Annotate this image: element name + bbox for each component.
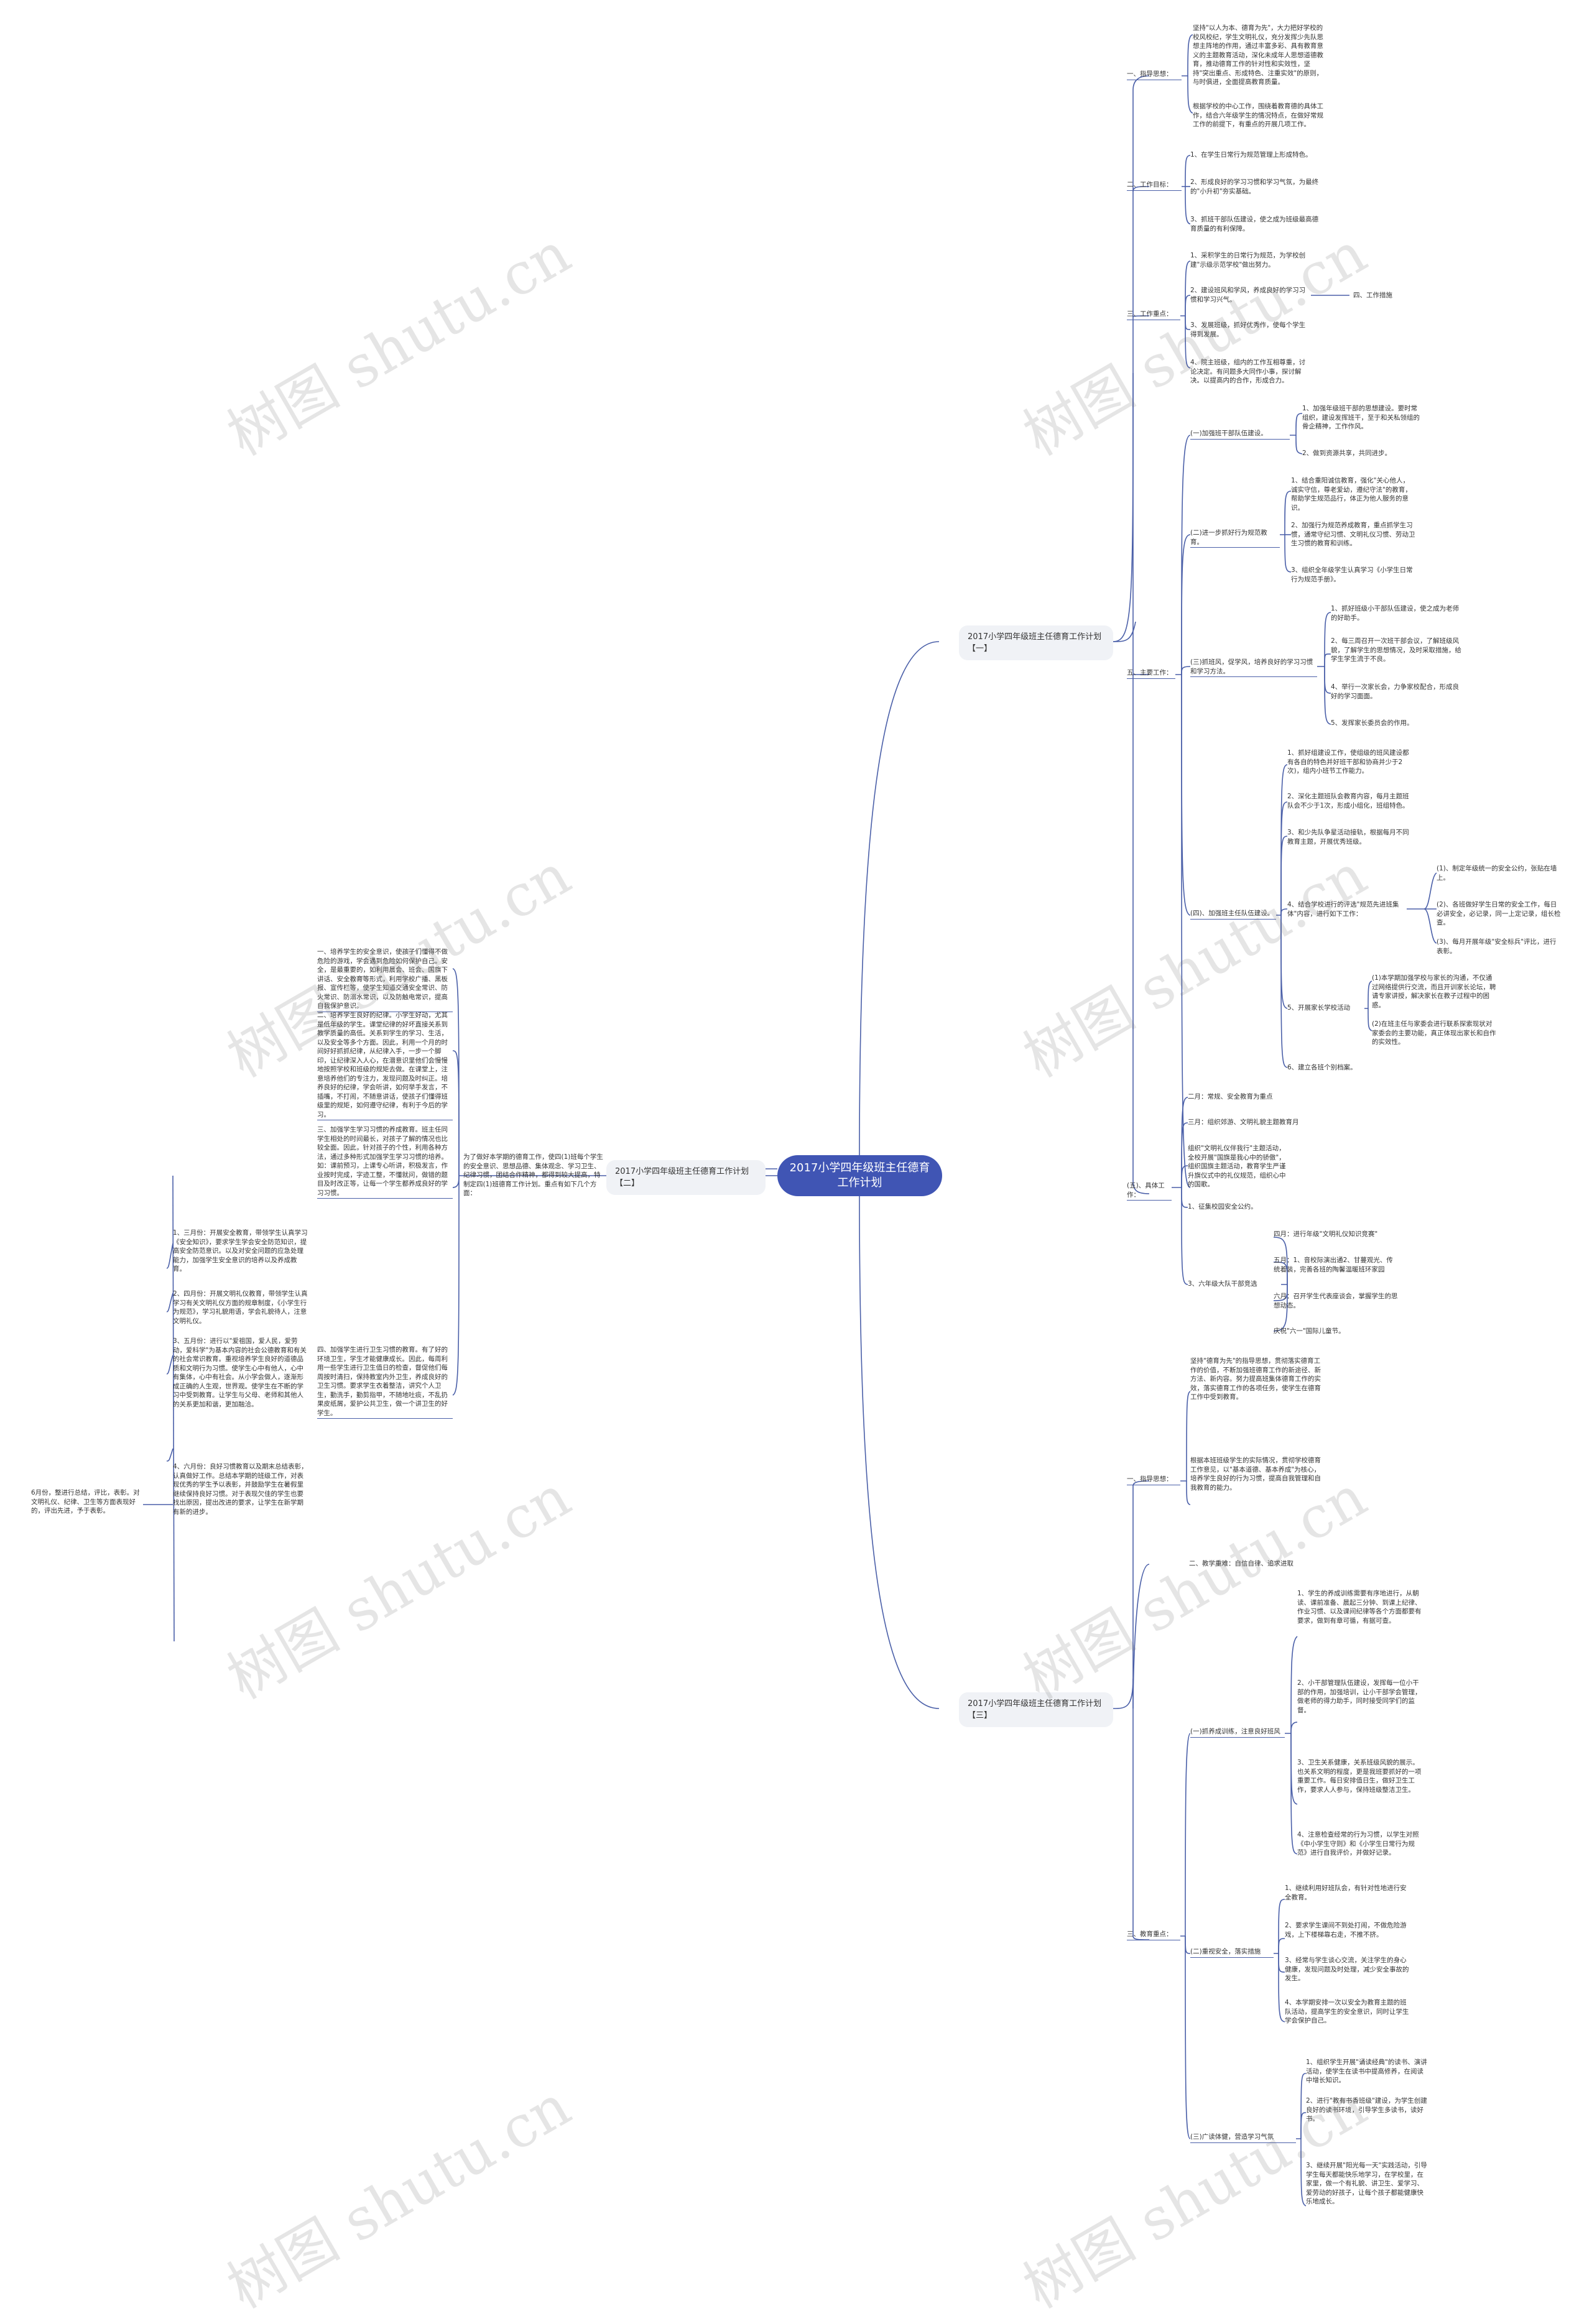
b1-g1[interactable]: (一)加强班干部队伍建设。: [1190, 429, 1290, 440]
b1-focus-1: 1、采积学生的日常行为规范，为学校创建"示级示范学校"做出努力。: [1190, 252, 1306, 269]
b1-work-measures[interactable]: 四、工作措施: [1353, 292, 1392, 299]
b1-goal-3: 3、抓班干部队伍建设，使之成为班级最高德育质量的有利保障。: [1190, 216, 1319, 233]
b2-month-6: 4、六月份：良好习惯教育以及期末总结表彰，认真做好工作。总结本学期的班级工作，对…: [173, 1463, 308, 1516]
b1-guiding-text-2: 根据学校的中心工作，围绕着教育德的具体工作，结合六年级学生的情况特点，在做好常规…: [1193, 103, 1323, 128]
b1-g5-mar-detail: 组织"文明礼仪伴我行"主题活动，全校开展"国旗是我心中的骄傲"，组织国旗主题活动…: [1188, 1145, 1286, 1188]
b1-work-focus[interactable]: 三、工作重点：: [1127, 310, 1180, 320]
b1-g2-item-3: 3、组织全年级学生认真学习《小学生日常行为规范手册》。: [1291, 566, 1413, 583]
b1-focus-3: 3、发展班级，抓好优秀作，使每个学生得到发展。: [1190, 321, 1306, 338]
b1-focus-2: 2、建设班风和学风，养成良好的学习习惯和学习兴气。: [1190, 287, 1306, 303]
b1-g3-item-2: 2、每三周召开一次班干部会议，了解班级风貌，了解学生的思想情况，及时采取措施，给…: [1331, 637, 1461, 663]
b1-g4-item-3: 3、和少先队争星活动接轨，根据每月不同教育主题，开展优秀班级。: [1287, 829, 1409, 846]
b1-g4-item-4: 4、结合学校进行的评选"规范先进班集体"内容，进行如下工作：: [1287, 901, 1399, 918]
b1-g2[interactable]: (二)进一步抓好行为规范教育。: [1190, 528, 1280, 548]
b3-guiding-text-1: 坚持"德育为先"的指导思想，贯彻落实德育工作的价值，不断加强班德育工作的新途径、…: [1190, 1357, 1321, 1401]
b3-g3-item-2: 2、进行"教有书香班级"建设，为学生创建良好的读书环境，引导学生多读书，读好书。: [1306, 2097, 1427, 2123]
b1-goal-1: 1、在学生日常行为规范管理上形成特色。: [1190, 151, 1312, 159]
root-node[interactable]: 2017小学四年级班主任德育工作计划: [777, 1155, 942, 1196]
b1-focus-4: 4、院主班级，组内的工作互相尊重，讨论决定。有问题多大同作小事，探讨解决。以提高…: [1190, 359, 1306, 384]
branch-3[interactable]: 2017小学四年级班主任德育工作计划【三】: [959, 1692, 1113, 1727]
b1-g5-item-3: 3、六年级大队干部竞选: [1188, 1280, 1257, 1288]
b1-g3-item-1: 1、抓好班级小干部队伍建设，使之成为老师的好助手。: [1331, 605, 1460, 622]
b1-g4-item-2: 2、深化主题班队会教育内容，每月主题班队会不少于1次，形成小组化，班组特色。: [1287, 793, 1409, 809]
b1-g4-parent-2: (2)在班主任与家委会进行联系探索现状对家委会的主要功能，真正体现出家长和自作的…: [1372, 1020, 1496, 1046]
b2-month-3: 1、三月份：开展安全教育，带领学生认真学习《安全知识》，要求学生学会安全防范知识…: [173, 1229, 308, 1273]
b1-main-work[interactable]: 五、主要工作：: [1127, 668, 1175, 679]
b1-g5-childrens-day: 庆祝"六一"国际儿童节。: [1274, 1327, 1345, 1335]
b3-education-focus[interactable]: 三、教育重点：: [1127, 1930, 1180, 1940]
b1-goal-2: 2、形成良好的学习习惯和学习气氛，为最终的"小升初"夯实基础。: [1190, 178, 1319, 195]
b1-g4-item-5: 5、开展家长学校活动: [1287, 1004, 1351, 1012]
b1-guiding-text-1: 坚持"以人为本、德育为先"，大力把好学校的校风校纪，学生文明礼仪，充分发挥少先队…: [1193, 24, 1323, 86]
b1-g4-sub-2: (2)、各班做好学生日常的安全工作，每日必讲安全，必记录，同一上定记录，组长检查…: [1437, 901, 1561, 926]
b1-g4-sub-3: (3)、每月开展年级"安全标兵"评比，进行表彰。: [1437, 938, 1557, 955]
b2-intro: 为了做好本学期的德育工作，使四(1)班每个学生的安全意识、思想品德、集体观念、学…: [463, 1153, 603, 1197]
b3-guiding-ideology[interactable]: 一、指导思想：: [1127, 1475, 1180, 1485]
b3-guiding-text-2: 根据本班班级学生的实际情况，贯彻学校德育工作意见，以"基本道德、基本养成"为核心…: [1190, 1457, 1321, 1492]
b3-g1[interactable]: (一)抓养成训练，注意良好班风: [1190, 1727, 1285, 1738]
b1-g3[interactable]: (三)抓班风，促学风，培养良好的学习习惯和学习方法。: [1190, 658, 1317, 677]
branch-2[interactable]: 2017小学四年级班主任德育工作计划【二】: [606, 1160, 766, 1195]
b2-point-1: 一、培养学生的安全意识，使孩子们懂得不做危险的游戏，学会遇到危险如何保护自己。安…: [317, 948, 453, 1012]
b1-g4-parent-1: (1)本学期加强学校与家长的沟通，不仅通过网络提供行交流，而且开训家长论坛，聘请…: [1372, 974, 1496, 1009]
branch-1[interactable]: 2017小学四年级班主任德育工作计划【一】: [959, 625, 1113, 660]
b1-g1-item-1: 1、加强年级班干部的思想建设。要时常组织，建设发挥班干，至于和关私领组的骨企精神…: [1302, 405, 1420, 430]
b3-g2[interactable]: (二)重视安全，落实措施: [1190, 1947, 1274, 1958]
b3-g3[interactable]: (三)广读体健，营造学习气氛: [1190, 2133, 1296, 2143]
b1-g2-item-1: 1、结合重阳诚信教育，强化"关心他人，诚实守信，尊老爱幼，遵纪守法"的教育，帮助…: [1291, 477, 1412, 512]
b2-point-2: 二、培养学生良好的纪律。小学生好动，尤其是低年级的学生。课堂纪律的好坏直接关系到…: [317, 1011, 453, 1120]
b1-g2-item-2: 2、加强行为规范养成教育，重点抓学生习惯，通常守纪习惯、文明礼仪习惯、劳动卫生习…: [1291, 522, 1415, 547]
b1-work-goals[interactable]: 二、工作目标：: [1127, 180, 1182, 191]
b1-g3-item-4: 5、发挥家长委员会的作用。: [1331, 719, 1414, 727]
b1-g4[interactable]: (四)、加强班主任队伍建设。: [1190, 909, 1276, 920]
b3-key-difficulty: 二、教学重难：自信自律、追求进取: [1189, 1560, 1294, 1567]
b2-month-5: 3、五月份：进行以"爱祖国，爱人民，爱劳动，爱科学"为基本内容的社会公德教育和有…: [173, 1337, 307, 1408]
b3-g2-item-4: 4、本学期安排一次以安全为教育主题的班队活动，提高学生的安全意识，同时让学生学会…: [1285, 1999, 1409, 2024]
b2-point-4: 四、加强学生进行卫生习惯的教育。有了好的环境卫生，学生才能健康成长。因此，每周利…: [317, 1345, 453, 1419]
b3-g2-item-2: 2、要求学生课间不到处打闹，不做危险游戏，上下楼梯靠右走，不推不挤。: [1285, 1922, 1407, 1939]
b3-g1-item-4: 4、注意检查经常的行为习惯，以学生对照《中小学生守则》和《小学生日常行为规范》进…: [1297, 1831, 1419, 1856]
b1-guiding-ideology[interactable]: 一、指导思想：: [1127, 70, 1182, 80]
b1-g1-item-2: 2、做到资源共享，共同进步。: [1302, 450, 1392, 457]
b3-g3-item-1: 1、组织学生开展"诵读经典"的读书、演讲活动，使学生在读书中提高修养，在阅读中增…: [1306, 2059, 1427, 2084]
b1-g4-item-6: 6、建立各班个别档案。: [1287, 1064, 1357, 1071]
b1-g4-sub-1: (1)、制定年级统一的安全公约，张贴在墙上。: [1437, 865, 1557, 882]
b3-g1-item-1: 1、学生的养成训练需要有序地进行，从朝读、课前准备、晨起三分钟、到课上纪律、作业…: [1297, 1590, 1422, 1625]
b3-g1-item-2: 2、小干部管理队伍建设，发挥每一位小干部的作用，加强培训，让小干部学会管理，做老…: [1297, 1679, 1422, 1714]
b1-g5[interactable]: (五)、具体工作：: [1127, 1181, 1172, 1201]
b1-g4-item-1: 1、抓好组建设工作，使组级的班风建设都有各自的特色并好班干部和协商并少于2次)，…: [1287, 749, 1409, 775]
b1-g5-item-1: 1、征集校园安全公约。: [1188, 1203, 1257, 1210]
b1-g5-mar: 三月：组织郊游、文明礼貌主题教育月: [1188, 1118, 1299, 1126]
b3-g2-item-3: 3、经常与学生谈心交流，关注学生的身心健康，发现问题及时处理，减少安全事故的发生…: [1285, 1957, 1409, 1982]
b1-g5-may: 五月：1、音校际演出通2、甘蔓观光、传统着装，完善各班的陶馨温暖班环家园: [1274, 1257, 1393, 1273]
mindmap-connectors: [142, 34, 1437, 2206]
b3-g3-item-3: 3、继续开展"阳光每一天"实践活动，引导学生每天都能快乐地学习，在学校里，在家里…: [1306, 2162, 1427, 2205]
b2-point-3: 三、加强学生学习习惯的养成教育。班主任同学生相处的时间最长，对孩子了解的情况也比…: [317, 1125, 453, 1199]
b2-month-4: 2、四月份：开展文明礼仪教育，带领学生认真学习有关文明礼仪方面的规章制度，《小学…: [173, 1290, 308, 1325]
b3-g2-item-1: 1、继续利用好班队会，有针对性地进行安全教育。: [1285, 1884, 1407, 1901]
b1-g5-jun: 六月：召开学生代表座谈会，掌握学生的思想动态。: [1274, 1293, 1398, 1309]
b3-g1-item-3: 3、卫生关系健康，关系班级风貌的展示。也关系文明的程度，更是我班要抓好的一项重要…: [1297, 1759, 1422, 1794]
b1-g5-feb: 二月：常规、安全教育为重点: [1188, 1093, 1273, 1100]
b1-g3-item-3: 4、举行一次家长会，力争家校配合，形成良好的学习面面。: [1331, 683, 1460, 700]
b2-side-note: 6月份，整进行总结，评比，表彰。对文明礼仪、纪律、卫生等方面表现好的，评出先进，…: [31, 1489, 140, 1515]
b1-g5-apr: 四月：进行年级"文明礼仪知识竞赛": [1274, 1230, 1378, 1238]
